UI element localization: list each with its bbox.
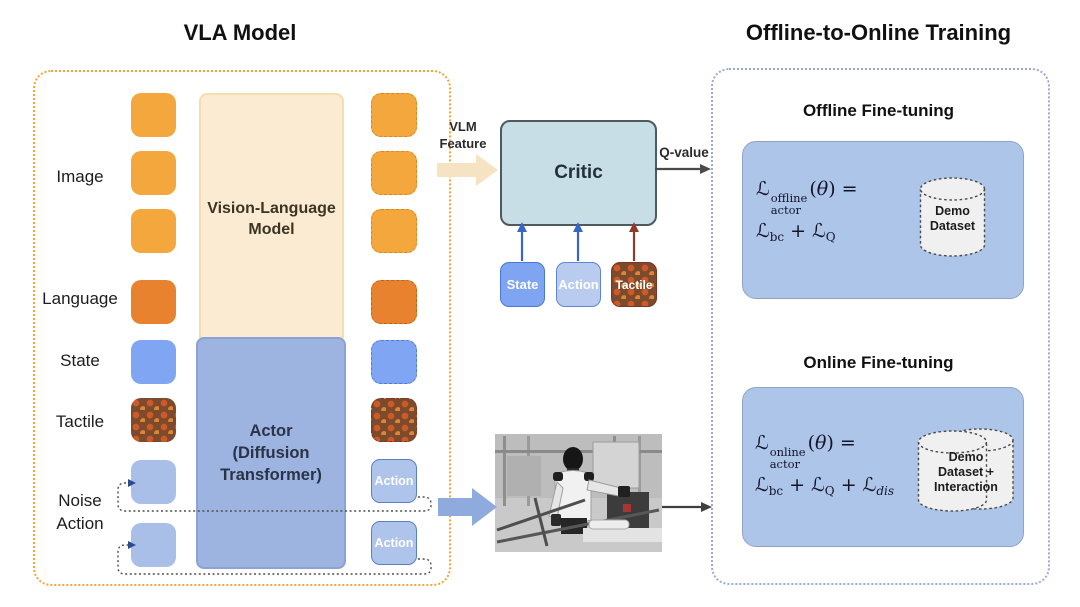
formula-subscript: actor xyxy=(770,202,802,217)
actor-diffusion-transformer-box: Actor (Diffusion Transformer) xyxy=(196,337,346,569)
script-l: ℒ xyxy=(755,474,769,496)
actor-label-line1: Actor xyxy=(249,422,293,440)
image-token xyxy=(131,209,176,253)
tactile-output-token xyxy=(371,398,417,442)
action-output-token: Action xyxy=(371,459,417,503)
vlm-label-line2: Model xyxy=(248,220,295,238)
actor-label-line2: (Diffusion xyxy=(232,444,310,462)
language-row-label: Language xyxy=(42,289,118,308)
script-l: ℒ xyxy=(756,178,770,200)
critic-box: Critic xyxy=(500,120,657,226)
vlm-feature-label: VLM Feature xyxy=(428,118,498,152)
theta-symbol: θ xyxy=(816,178,829,200)
robot-photo-graphic xyxy=(495,434,662,552)
critic-input-action-chip: Action xyxy=(556,262,601,307)
script-l: ℒ xyxy=(755,432,769,454)
noise-action-label-line1: Noise xyxy=(58,491,102,510)
image-token xyxy=(131,93,176,137)
critic-input-tactile-chip: Tactile xyxy=(611,262,657,307)
robot-photo xyxy=(495,434,662,552)
offline-finetuning-heading: Offline Fine-tuning xyxy=(802,101,955,120)
script-l: ℒ xyxy=(756,220,770,242)
script-l: ℒ xyxy=(811,474,825,496)
state-output-token xyxy=(371,340,417,384)
noise-action-row-label: Noise Action xyxy=(40,489,120,535)
noise-action-label-line2: Action xyxy=(56,514,104,533)
critic-input-state-chip: State xyxy=(500,262,545,307)
critic-label: Critic xyxy=(554,162,603,183)
tactile-token xyxy=(131,398,176,442)
noise-action-token xyxy=(131,460,176,504)
image-output-token xyxy=(371,93,417,137)
language-output-token xyxy=(371,280,417,324)
noise-action-token xyxy=(131,523,176,567)
action-output-token: Action xyxy=(371,521,417,565)
vla-model-title: VLA Model xyxy=(183,20,297,45)
vlm-feature-label-line1: VLM xyxy=(449,119,477,134)
vla-model-panel xyxy=(33,70,451,586)
theta-symbol: θ xyxy=(815,432,827,454)
demo-dataset-cylinder-icon: Demo Dataset xyxy=(919,176,986,258)
script-l: ℒ xyxy=(812,220,826,242)
vision-language-model-box: Vision-Language Model xyxy=(199,93,344,344)
image-row-label: Image xyxy=(56,167,104,186)
online-finetuning-heading: Online Fine-tuning xyxy=(803,353,954,372)
state-token xyxy=(131,340,176,384)
image-output-token xyxy=(371,209,417,253)
q-value-label: Q-value xyxy=(659,145,709,160)
training-panel xyxy=(711,68,1050,585)
image-token xyxy=(131,151,176,195)
vlm-label-line1: Vision-Language xyxy=(207,199,336,217)
language-token xyxy=(131,280,176,324)
image-output-token xyxy=(371,151,417,195)
demo-dataset-interaction-cylinder-icon: Demo Dataset + Interaction xyxy=(917,428,1015,514)
formula-superscript: offline xyxy=(770,191,808,205)
tactile-row-label: Tactile xyxy=(55,412,105,431)
script-l: ℒ xyxy=(862,474,877,496)
actor-label-line3: Transformer) xyxy=(220,466,322,484)
vlm-feature-label-line2: Feature xyxy=(439,136,487,151)
training-title: Offline-to-Online Training xyxy=(745,20,1012,45)
state-row-label: State xyxy=(60,351,100,370)
